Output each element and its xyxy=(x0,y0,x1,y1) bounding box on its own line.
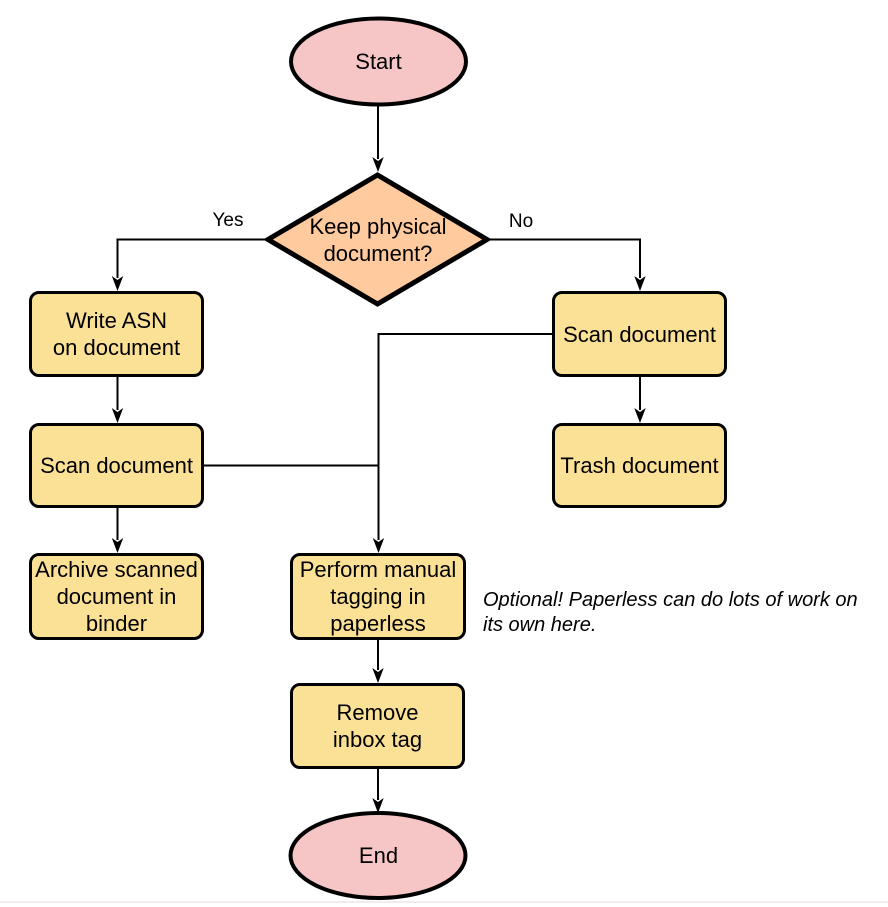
node-label: Archive scanned document in binder xyxy=(35,557,198,636)
node-scan-document-right: Scan document xyxy=(552,291,727,377)
node-trash-document: Trash document xyxy=(552,423,727,508)
arrowhead-icon xyxy=(372,157,384,172)
arrowhead-icon xyxy=(372,798,384,813)
connector-yes-branch xyxy=(116,238,266,278)
node-archive-scanned: Archive scanned document in binder xyxy=(29,553,204,640)
connector-scanright-tagging xyxy=(377,333,552,540)
connector-no-branch xyxy=(489,238,641,278)
arrowhead-icon xyxy=(111,276,124,291)
arrowhead-icon xyxy=(111,408,124,423)
arrowhead-icon xyxy=(111,538,124,553)
node-write-asn: Write ASN on document xyxy=(29,291,204,377)
optional-note: Optional! Paperless can do lots of work … xyxy=(483,589,858,636)
connectors xyxy=(116,103,641,800)
node-label: Scan document xyxy=(40,453,193,478)
node-label: Perform manual tagging in paperless xyxy=(299,557,457,636)
end-node-shape xyxy=(288,811,468,900)
edge-label-yes: Yes xyxy=(212,210,244,231)
edge-label-no: No xyxy=(508,211,534,232)
arrowheads xyxy=(111,157,646,813)
start-node-shape xyxy=(289,16,468,107)
arrowhead-icon xyxy=(634,276,646,291)
node-scan-document-left: Scan document xyxy=(29,423,204,508)
node-label: Trash document xyxy=(560,453,719,478)
arrowhead-icon xyxy=(634,408,646,423)
bottom-edge-line xyxy=(0,901,888,903)
node-remove-inbox-tag: Remove inbox tag xyxy=(290,683,465,769)
node-label: Remove inbox tag xyxy=(332,700,423,752)
decision-node-shape xyxy=(263,172,492,307)
node-manual-tagging: Perform manual tagging in paperless xyxy=(290,553,466,640)
arrowhead-icon xyxy=(372,668,384,683)
node-label: Scan document xyxy=(563,321,716,347)
arrowhead-icon xyxy=(372,538,385,553)
node-label: Write ASN on document xyxy=(52,308,181,360)
